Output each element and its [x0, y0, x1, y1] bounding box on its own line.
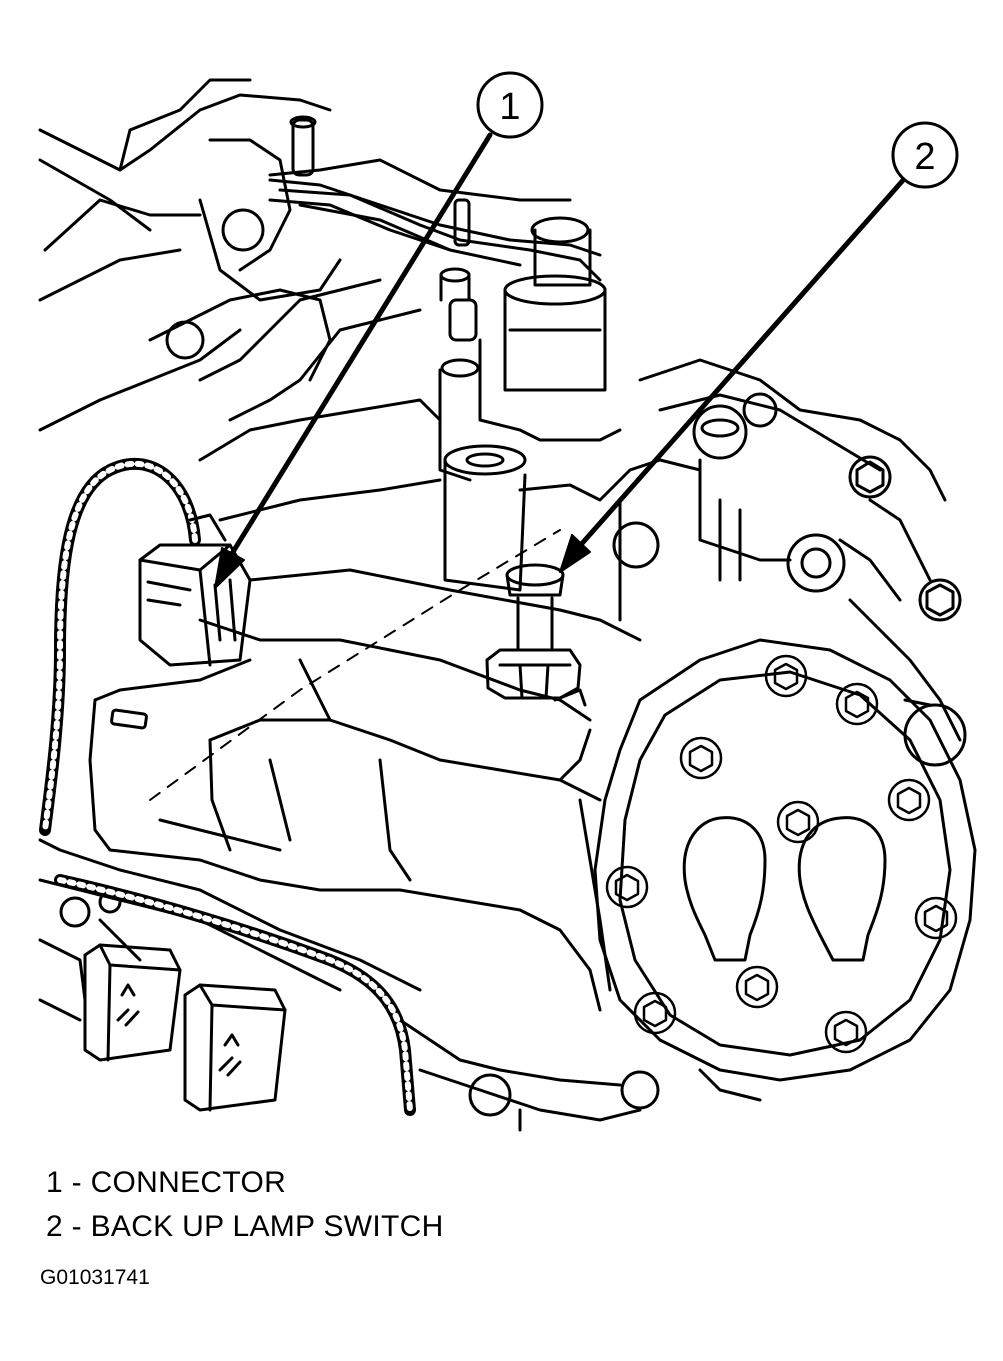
callout-2: 2: [559, 121, 959, 573]
right-housing: [638, 358, 962, 742]
callout-1: 1: [214, 71, 544, 589]
wiring-harness: [39, 457, 416, 1116]
end-cover: [593, 638, 977, 1082]
callout-1-number: 1: [499, 86, 520, 128]
legend-label: BACK UP LAMP SWITCH: [90, 1210, 444, 1243]
relay-blocks: [38, 938, 287, 1112]
legend-label: CONNECTOR: [90, 1166, 287, 1199]
center-boss: [443, 444, 702, 622]
legend-item-connector: 1 - CONNECTOR: [46, 1166, 286, 1200]
cover-bolts: [605, 654, 958, 1054]
legend-number: 2: [46, 1210, 63, 1243]
legend-number: 1: [46, 1166, 63, 1199]
legend-separator: -: [71, 1166, 91, 1199]
upper-housing: [38, 78, 602, 432]
transaxle-case: [88, 398, 642, 1012]
figure-id: G01031741: [40, 1266, 150, 1289]
connector-drawing: [110, 513, 252, 730]
shift-tower: [438, 216, 622, 482]
transaxle-line-drawing: 1 2: [38, 71, 977, 1132]
legend-item-backup-lamp-switch: 2 - BACK UP LAMP SWITCH: [46, 1210, 444, 1244]
legend-separator: -: [71, 1210, 91, 1243]
callout-2-number: 2: [914, 136, 935, 178]
backup-lamp-switch-drawing: [485, 563, 587, 707]
